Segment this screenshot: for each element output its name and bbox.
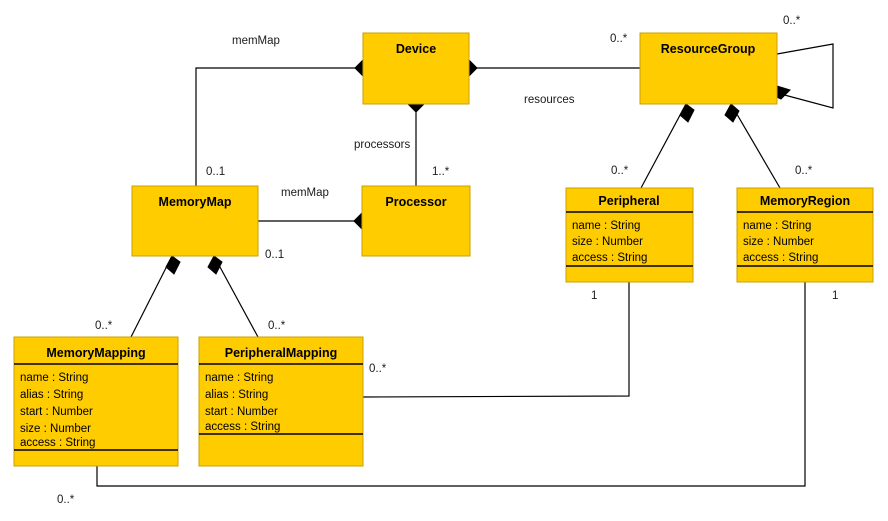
class-box-device-rect xyxy=(362,32,470,105)
class-box-resourcegroup[interactable]: ResourceGroup xyxy=(639,32,778,105)
class-attr-memorymapping-3: size : Number xyxy=(20,423,91,435)
class-name-resourcegroup: ResourceGroup xyxy=(661,42,756,56)
multiplicity-memorymap-processor: 0..1 xyxy=(265,249,284,261)
multiplicity-device-resourcegroup: 0..* xyxy=(610,33,628,45)
multiplicity-peripheral-in: 1 xyxy=(591,290,597,302)
multiplicity-memoryregion-in: 1 xyxy=(832,290,838,302)
multiplicity-memorymap-peripheralmapping: 0..* xyxy=(268,320,286,332)
multiplicity-resourcegroup-peripheral: 0..* xyxy=(611,165,629,177)
class-box-peripheralmapping[interactable]: PeripheralMapping name : String alias : … xyxy=(198,336,364,467)
class-box-memoryregion[interactable]: MemoryRegion name : String size : Number… xyxy=(736,187,874,283)
edge-labels-layer: memMap memMap processors resources xyxy=(232,35,575,199)
multiplicity-resourcegroup-memoryregion: 0..* xyxy=(795,165,813,177)
class-name-device: Device xyxy=(396,42,436,56)
class-box-peripheralmapping-rect xyxy=(198,336,364,467)
class-name-peripheralmapping: PeripheralMapping xyxy=(225,346,338,360)
class-attr-peripheral-1: size : Number xyxy=(572,236,643,248)
edge-label-resources: resources xyxy=(524,94,575,106)
multiplicity-peripheralmapping-out: 0..* xyxy=(369,363,387,375)
edge-label-memmap-top: memMap xyxy=(232,35,280,47)
class-attr-memorymapping-2: start : Number xyxy=(20,406,93,418)
composition-diamond-resourcegroup-memoryregion xyxy=(724,103,740,123)
class-attr-peripheralmapping-2: start : Number xyxy=(205,406,278,418)
edge-memorymapping-memoryregion[interactable] xyxy=(96,282,806,487)
edge-peripheralmapping-peripheral[interactable] xyxy=(362,282,630,398)
class-attr-memoryregion-2: access : String xyxy=(743,252,818,264)
edge-memorymap-memorymapping[interactable] xyxy=(130,255,173,338)
class-box-memorymapping-rect xyxy=(13,336,179,467)
class-attr-memorymapping-4: access : String xyxy=(20,437,95,449)
class-attr-peripheralmapping-3: access : String xyxy=(205,421,280,433)
class-attr-memoryregion-1: size : Number xyxy=(743,236,814,248)
multiplicity-memorymap-memorymapping: 0..* xyxy=(95,320,113,332)
edge-resourcegroup-memoryregion[interactable] xyxy=(730,103,781,189)
class-name-peripheral: Peripheral xyxy=(598,194,659,208)
class-attr-memoryregion-0: name : String xyxy=(743,220,811,232)
class-attr-peripheralmapping-0: name : String xyxy=(205,372,273,384)
edges-layer xyxy=(96,43,834,487)
composition-diamond-memorymap-memorymapping xyxy=(165,255,181,275)
class-attr-memorymapping-1: alias : String xyxy=(20,389,83,401)
edge-device-memorymap[interactable] xyxy=(195,67,363,186)
class-box-memorymap-rect xyxy=(131,185,259,257)
edge-resourcegroup-peripheral[interactable] xyxy=(640,103,687,189)
class-box-peripheral[interactable]: Peripheral name : String size : Number a… xyxy=(565,187,694,283)
class-box-memorymap[interactable]: MemoryMap xyxy=(131,185,259,257)
class-box-resourcegroup-rect xyxy=(639,32,778,105)
class-box-memorymapping[interactable]: MemoryMapping name : String alias : Stri… xyxy=(13,336,179,467)
multiplicity-device-processor: 1..* xyxy=(432,166,450,178)
multiplicity-memorymapping-out: 0..* xyxy=(57,494,75,506)
class-attr-peripheral-0: name : String xyxy=(572,220,640,232)
class-name-memoryregion: MemoryRegion xyxy=(760,194,850,208)
class-name-memorymapping: MemoryMapping xyxy=(46,346,145,360)
composition-diamond-resourcegroup-peripheral xyxy=(679,103,695,123)
class-attr-peripheral-2: access : String xyxy=(572,252,647,264)
class-attr-memorymapping-0: name : String xyxy=(20,372,88,384)
class-attr-peripheralmapping-1: alias : String xyxy=(205,389,268,401)
composition-diamond-memorymap-peripheralmapping xyxy=(207,255,223,275)
class-box-processor[interactable]: Processor xyxy=(361,185,471,257)
class-box-processor-rect xyxy=(361,185,471,257)
edge-memorymap-peripheralmapping[interactable] xyxy=(213,255,259,338)
class-name-memorymap: MemoryMap xyxy=(159,195,232,209)
class-box-device[interactable]: Device xyxy=(362,32,470,105)
edge-resourcegroup-self[interactable] xyxy=(776,43,834,109)
edge-label-memmap-mid: memMap xyxy=(281,187,329,199)
edge-label-processors: processors xyxy=(354,139,410,151)
multiplicity-device-memorymap: 0..1 xyxy=(206,166,225,178)
multiplicity-resourcegroup-self: 0..* xyxy=(783,15,801,27)
class-name-processor: Processor xyxy=(385,195,446,209)
multiplicity-labels-layer: 0..1 1..* 0..* 0..* 0..* 0..* 0..1 0..* … xyxy=(57,15,838,506)
